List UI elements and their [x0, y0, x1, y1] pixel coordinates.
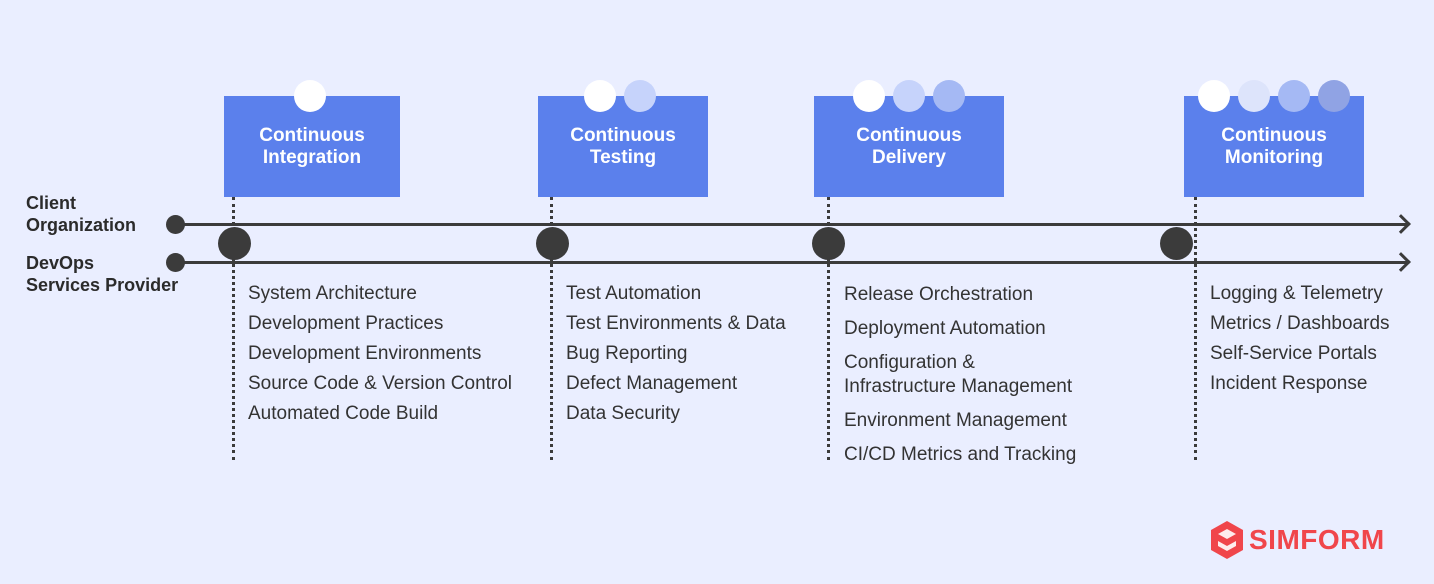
level-bubble [294, 80, 326, 112]
list-item: Infrastructure Management [844, 376, 1073, 397]
list-item: Automated Code Build [248, 403, 439, 424]
stage-level-bubbles [294, 80, 326, 112]
list-item: Logging & Telemetry [1210, 283, 1383, 304]
client-timeline-arrow [166, 214, 1411, 234]
list-item: System Architecture [248, 283, 417, 304]
list-item: Configuration & [844, 352, 975, 373]
list-item: Source Code & Version Control [248, 373, 513, 394]
list-item: Development Environments [248, 343, 482, 364]
arrow-head-icon [1391, 252, 1411, 272]
stage-box: Continuous Monitoring [1184, 96, 1364, 197]
simform-logo: SIMFORM [1209, 520, 1385, 560]
arrow-head-icon [1391, 214, 1411, 234]
stage-box: Continuous Integration [224, 96, 400, 197]
level-bubble [624, 80, 656, 112]
stage-level-bubbles [584, 80, 656, 112]
list-item: Test Environments & Data [566, 313, 786, 334]
simform-wordmark: SIMFORM [1249, 524, 1385, 555]
level-bubble [584, 80, 616, 112]
list-item: Development Practices [248, 313, 444, 334]
stage-items-list: Logging & Telemetry Metrics / Dashboards… [1210, 283, 1390, 403]
list-item: Deployment Automation [844, 318, 1046, 339]
milestone-dot [218, 227, 251, 260]
client-organization-label: Client Organization [26, 193, 137, 235]
stage-dashed-line [550, 197, 553, 460]
level-bubble [853, 80, 885, 112]
stage-dashed-line [232, 197, 235, 460]
stage-items-list: Test Automation Test Environments & Data… [566, 283, 786, 433]
list-item: Self-Service Portals [1210, 343, 1377, 364]
list-item: Test Automation [566, 283, 702, 304]
provider-timeline-arrow [166, 252, 1411, 272]
level-bubble [1198, 80, 1230, 112]
stage-dashed-line [1194, 197, 1197, 460]
list-item: Metrics / Dashboards [1210, 313, 1390, 334]
level-bubble [1318, 80, 1350, 112]
stage-box: Continuous Testing [538, 96, 708, 197]
level-bubble [933, 80, 965, 112]
stage-items-list: System Architecture Development Practice… [248, 283, 512, 433]
level-bubble [893, 80, 925, 112]
level-bubble [1278, 80, 1310, 112]
list-item: Environment Management [844, 410, 1067, 431]
stage-level-bubbles [1198, 80, 1350, 112]
milestone-dot [812, 227, 845, 260]
stage-box: Continuous Delivery [814, 96, 1004, 197]
simform-logo-icon [1211, 521, 1243, 559]
timeline-start-dot [166, 215, 185, 234]
stage-level-bubbles [853, 80, 965, 112]
list-item: Release Orchestration [844, 284, 1034, 305]
list-item: CI/CD Metrics and Tracking [844, 444, 1077, 465]
list-item: Data Security [566, 403, 681, 424]
stage-items-list: Release Orchestration Deployment Automat… [844, 284, 1076, 478]
list-item: Defect Management [566, 373, 738, 394]
level-bubble [1238, 80, 1270, 112]
milestone-dot [536, 227, 569, 260]
list-item: Bug Reporting [566, 343, 688, 364]
timeline-start-dot [166, 253, 185, 272]
list-item: Incident Response [1210, 373, 1368, 394]
stage-dashed-line [827, 197, 830, 460]
devops-provider-label: DevOps Services Provider [26, 253, 179, 295]
milestone-dot [1160, 227, 1193, 260]
